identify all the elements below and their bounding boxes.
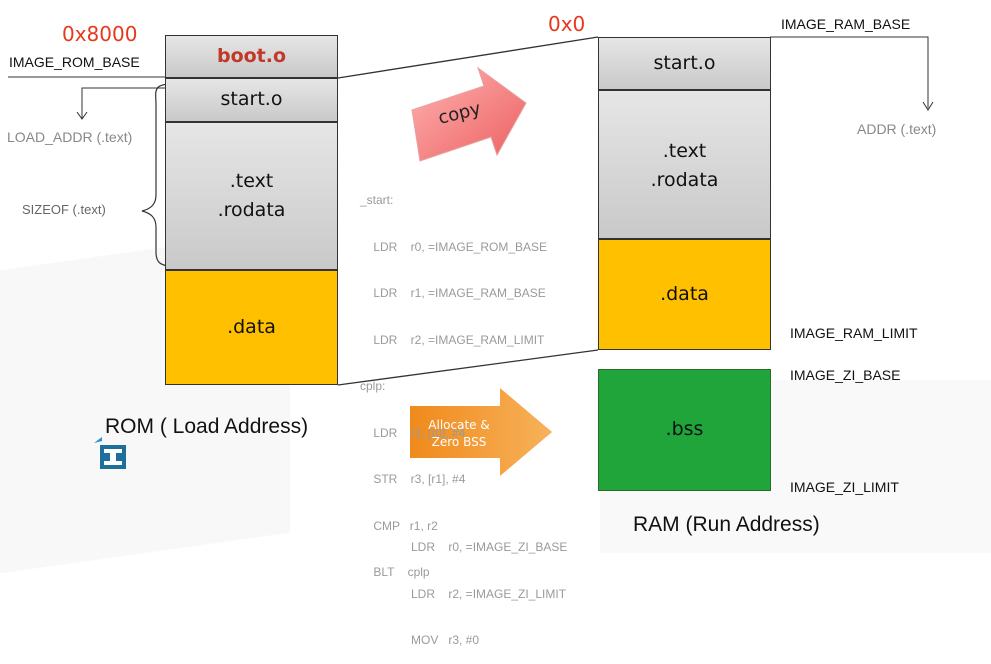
logo-icon xyxy=(94,437,130,471)
ram-base-label: IMAGE_RAM_BASE xyxy=(781,16,911,32)
code-line: CMP r1, r2 xyxy=(360,518,438,533)
ram-start-block: start.o xyxy=(598,37,771,90)
load-addr-arrow xyxy=(81,87,165,118)
code-line: MOV r3, #0 xyxy=(411,633,480,647)
zero-code-block: LDR r0, =IMAGE_ZI_BASE LDR r2, =IMAGE_ZI… xyxy=(411,509,567,664)
zero-bss-line1: Allocate & xyxy=(428,418,490,432)
ram-text-label: .text xyxy=(662,140,707,162)
sizeof-brace xyxy=(141,83,173,267)
rom-caption: ROM ( Load Address) xyxy=(105,415,309,438)
code-line: LDR r1, =IMAGE_RAM_BASE xyxy=(360,286,546,300)
ram-start-label: start.o xyxy=(653,51,716,74)
ram-text-rodata-block: .text .rodata xyxy=(598,90,771,239)
code-line: LDR r0, =IMAGE_ROM_BASE xyxy=(360,239,548,254)
rom-text-label: .text xyxy=(229,169,274,192)
copy-arrow xyxy=(411,66,527,162)
code-line: _start: xyxy=(360,193,394,207)
rom-start-block: start.o xyxy=(165,78,338,122)
load-addr-label: LOAD_ADDR (.text) xyxy=(7,129,133,145)
rom-text-rodata-block: .text .rodata xyxy=(165,122,338,270)
rom-data-label: .data xyxy=(227,315,276,338)
rom-address: 0x8000 xyxy=(62,22,138,46)
ram-addr-label: ADDR (.text) xyxy=(857,121,937,137)
ram-caption: RAM (Run Address) xyxy=(633,513,820,536)
code-line: LDR r2, =IMAGE_ZI_LIMIT xyxy=(411,586,567,601)
ram-rodata-label: .rodata xyxy=(650,169,719,192)
code-line: LDR r2, =IMAGE_RAM_LIMIT xyxy=(360,332,545,347)
zi-base-label: IMAGE_ZI_BASE xyxy=(790,367,901,383)
rom-data-block: .data xyxy=(165,270,338,385)
ram-data-block: .data xyxy=(598,239,771,350)
zi-limit-label: IMAGE_ZI_LIMIT xyxy=(790,479,899,495)
ram-base-arrow xyxy=(770,36,929,108)
ram-bss-label: .bss xyxy=(665,418,704,441)
diagram-connectors xyxy=(8,36,934,476)
code-line: cplp: xyxy=(360,379,386,393)
code-line: LDR r3, [r0], #4 xyxy=(360,425,466,440)
zero-bss-arrow xyxy=(410,388,552,476)
rom-boot-block: boot.o xyxy=(165,35,338,78)
rom-rodata-label: .rodata xyxy=(217,199,286,221)
zero-bss-arrow-label: Allocate & Zero BSS xyxy=(418,417,500,451)
copy-code-block: _start: LDR r0, =IMAGE_ROM_BASE LDR r1, … xyxy=(360,162,547,596)
rom-boot-label: boot.o xyxy=(216,44,287,67)
copy-projection-bottom xyxy=(337,349,599,386)
code-line: LDR r0, =IMAGE_ZI_BASE xyxy=(411,540,568,554)
ram-data-label: .data xyxy=(660,282,709,305)
copy-projection-top xyxy=(337,36,599,79)
ram-bss-block: .bss xyxy=(598,369,771,491)
zero-bss-line2: Zero BSS xyxy=(431,435,487,449)
code-line: STR r3, [r1], #4 xyxy=(360,472,466,486)
ram-limit-label: IMAGE_RAM_LIMIT xyxy=(790,325,918,341)
sizeof-label: SIZEOF (.text) xyxy=(22,202,106,217)
ram-address: 0x0 xyxy=(548,12,586,36)
rom-base-label: IMAGE_ROM_BASE xyxy=(9,54,140,70)
rom-start-label: start.o xyxy=(220,88,283,111)
